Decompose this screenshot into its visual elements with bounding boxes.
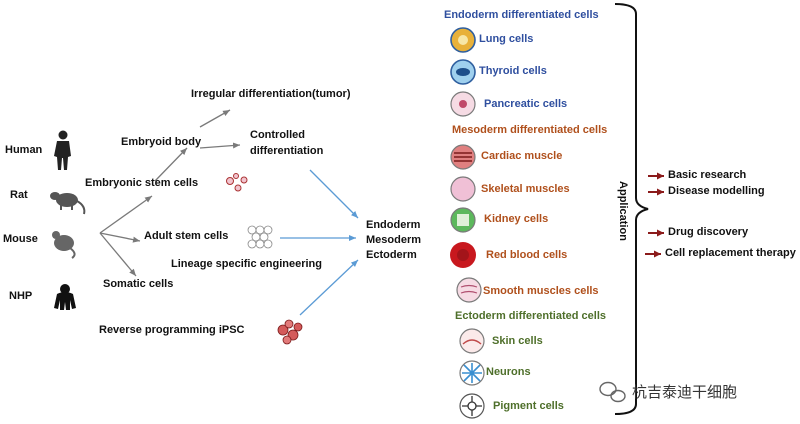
germ-layer-mesoderm: Mesoderm bbox=[366, 234, 422, 246]
cardiac-muscle-label: Cardiac muscle bbox=[481, 150, 563, 162]
rat-icon bbox=[50, 192, 86, 215]
adult-stem-cells-label: Adult stem cells bbox=[144, 230, 229, 242]
kidney-cells-label: Kidney cells bbox=[484, 213, 549, 225]
application-bracket bbox=[614, 3, 649, 415]
lung-cells-label: Lung cells bbox=[479, 33, 534, 45]
thyroid-cells-label: Thyroid cells bbox=[479, 65, 547, 77]
species-rat: Rat bbox=[10, 189, 28, 201]
somatic-cells-label: Somatic cells bbox=[103, 278, 174, 290]
wechat-logo-icon bbox=[599, 381, 626, 403]
mesoderm-section-title: Mesoderm differentiated cells bbox=[452, 124, 608, 136]
pigment-cells-label: Pigment cells bbox=[493, 400, 564, 412]
watermark-text: 杭吉泰迪干细胞 bbox=[632, 383, 738, 401]
skin-cell-icon bbox=[459, 328, 485, 354]
application-cell-replacement: Cell replacement therapy bbox=[665, 247, 796, 259]
smooth-muscle-icon bbox=[456, 277, 482, 303]
endoderm-section-title: Endoderm differentiated cells bbox=[444, 9, 599, 21]
application-basic-research: Basic research bbox=[668, 169, 747, 181]
application-drug-discovery: Drug discovery bbox=[668, 226, 749, 238]
nhp-icon bbox=[54, 284, 76, 310]
species-mouse: Mouse bbox=[3, 233, 38, 245]
controlled-differentiation-label-2: differentiation bbox=[250, 145, 324, 157]
human-icon bbox=[54, 130, 71, 170]
controlled-differentiation-label-1: Controlled bbox=[250, 129, 305, 141]
adult-stem-cells-icon bbox=[247, 225, 273, 249]
cardiac-muscle-icon bbox=[450, 144, 476, 170]
ectoderm-section-title: Ectoderm differentiated cells bbox=[455, 310, 606, 322]
smooth-muscles-label: Smooth muscles cells bbox=[483, 285, 599, 297]
embryonic-cells-icon bbox=[226, 173, 248, 192]
neurons-label: Neurons bbox=[486, 366, 531, 378]
ipsc-cells-icon bbox=[277, 319, 303, 345]
skeletal-muscle-icon bbox=[450, 176, 476, 202]
germ-layer-arrows bbox=[280, 169, 359, 316]
application-label: Application bbox=[617, 181, 629, 241]
neuron-icon bbox=[459, 360, 485, 386]
lung-cell-icon bbox=[450, 27, 476, 53]
irregular-differentiation-label: Irregular differentiation(tumor) bbox=[191, 88, 351, 100]
skeletal-muscles-label: Skeletal muscles bbox=[481, 183, 570, 195]
embryoid-body-label: Embryoid body bbox=[121, 136, 202, 148]
skin-cells-label: Skin cells bbox=[492, 335, 543, 347]
mouse-icon bbox=[52, 231, 76, 259]
species-nhp: NHP bbox=[9, 290, 33, 302]
red-blood-cell-icon bbox=[450, 242, 476, 268]
species-human: Human bbox=[5, 144, 43, 156]
germ-layer-ectoderm: Ectoderm bbox=[366, 249, 417, 261]
kidney-cell-icon bbox=[450, 207, 476, 233]
lineage-engineering-label: Lineage specific engineering bbox=[171, 258, 322, 270]
thyroid-cell-icon bbox=[450, 59, 476, 85]
application-disease-modelling: Disease modelling bbox=[668, 185, 765, 197]
source-arrows bbox=[99, 109, 241, 277]
pigment-cell-icon bbox=[459, 393, 485, 419]
red-blood-cells-label: Red blood cells bbox=[486, 249, 568, 261]
embryonic-stem-cells-label: Embryonic stem cells bbox=[85, 177, 199, 189]
pancreatic-cell-icon bbox=[450, 91, 476, 117]
germ-layer-endoderm: Endoderm bbox=[366, 219, 421, 231]
pancreatic-cells-label: Pancreatic cells bbox=[484, 98, 568, 110]
application-arrows bbox=[645, 172, 664, 258]
reverse-programming-label: Reverse programming iPSC bbox=[99, 324, 245, 336]
